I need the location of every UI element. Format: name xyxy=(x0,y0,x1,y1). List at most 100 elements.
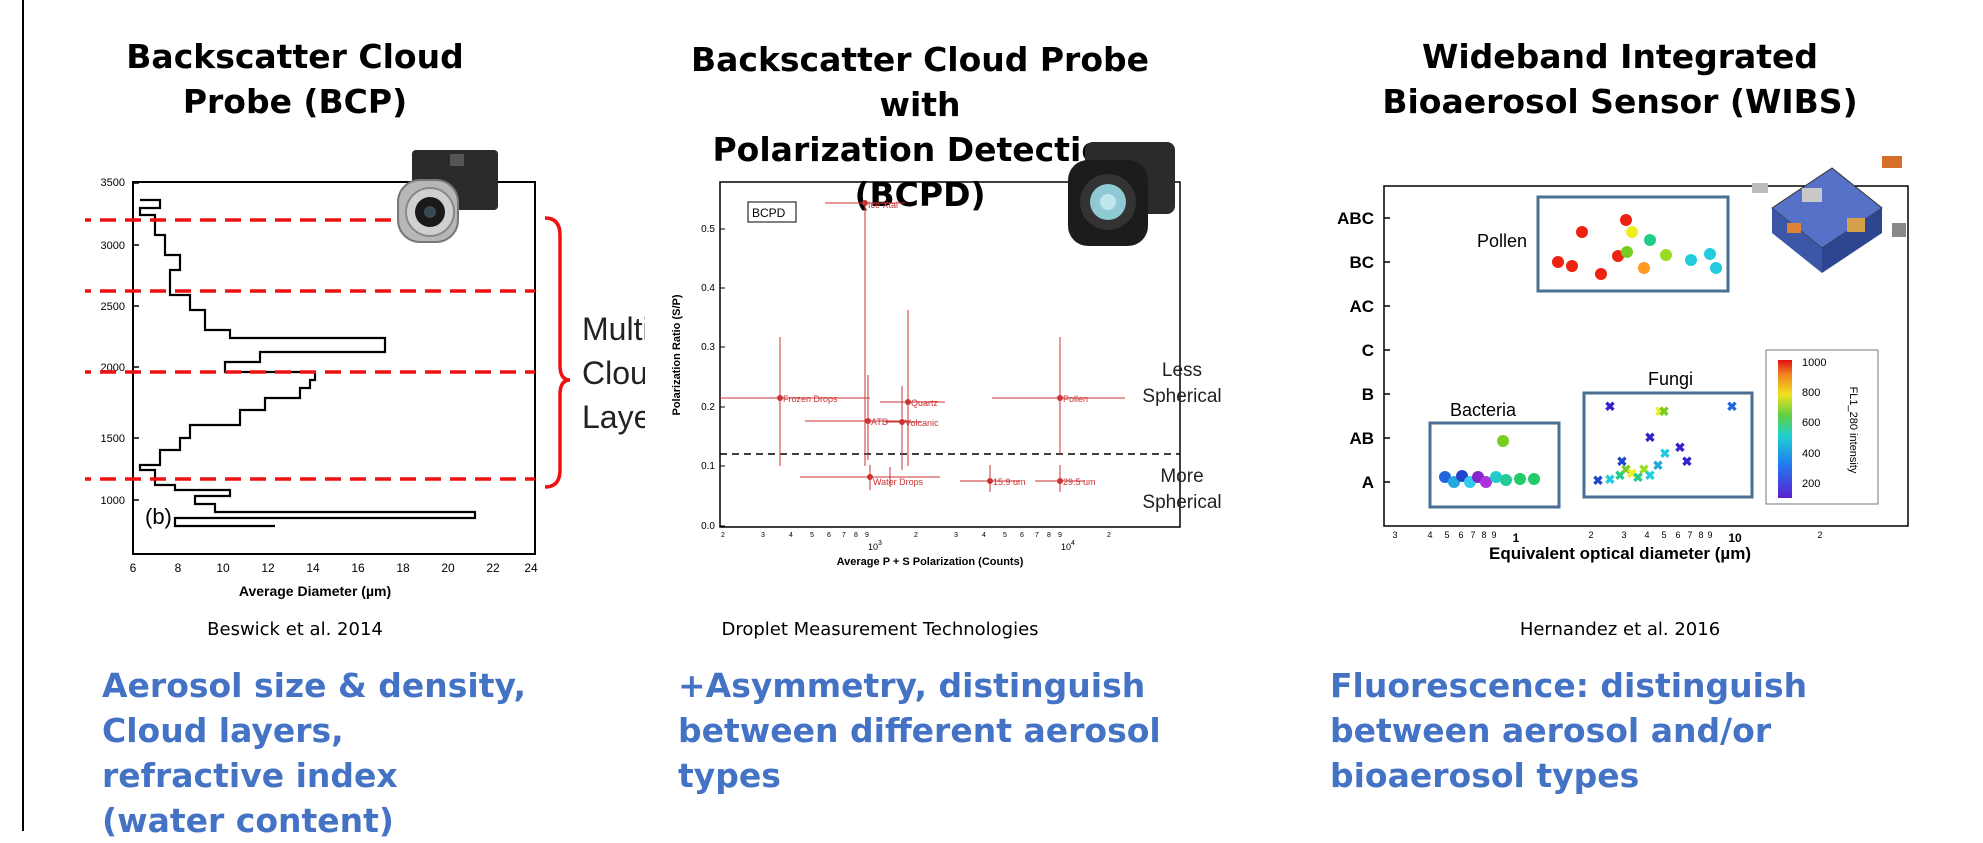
panel-title: Backscatter Cloud Probe with Polarizatio… xyxy=(670,37,1170,217)
y-tick-label: 0.4 xyxy=(701,283,715,294)
svg-text:✖: ✖ xyxy=(1660,446,1671,461)
x-tick-label: 24 xyxy=(524,561,538,575)
svg-text:✖: ✖ xyxy=(1639,462,1650,477)
x-minor-tick: 2 xyxy=(721,532,725,539)
description-line: types xyxy=(678,756,781,795)
x-minor-tick: 2 xyxy=(1588,530,1593,540)
description-line: Cloud layers, xyxy=(102,711,344,750)
x-major-tick: 1 xyxy=(1513,531,1520,545)
fungi-markers: ✖✖ ✖✖ ✖✖ ✖✖ ✖✖ ✖✖ ✖✖ ✖✖ ✖✖ xyxy=(1593,399,1738,488)
wibs-chart: ABC BC AC C B AB A 3 4 5 6 7 8 9 2 3 4 5 xyxy=(1337,156,1909,563)
x-minor-tick: 4 xyxy=(982,532,986,539)
y-category-label: AB xyxy=(1349,429,1374,448)
figure-credit: Hernandez et al. 2016 xyxy=(1519,619,1721,640)
point-label: Frozen Drops xyxy=(783,394,838,404)
x-minor-tick: 6 xyxy=(1458,530,1463,540)
title-line: Backscatter Cloud Probe with xyxy=(690,40,1150,124)
x-minor-tick: 7 xyxy=(1035,532,1039,539)
description-line: +Asymmetry, distinguish xyxy=(678,666,1146,705)
legend-box xyxy=(747,201,797,223)
colorbar-tick: 400 xyxy=(1802,448,1820,460)
y-category-label: BC xyxy=(1349,253,1374,272)
point-label: Ice Xtal xyxy=(868,200,898,210)
x-minor-tick: 4 xyxy=(789,532,793,539)
point-labels: Ice Xtal Frozen Drops Quartz ATD Volcani… xyxy=(783,200,1096,487)
x-minor-tick: 7 xyxy=(1470,530,1475,540)
colorbar-tick: 600 xyxy=(1802,417,1820,429)
panel-title: Backscatter Cloud Probe (BCP) xyxy=(100,34,490,124)
y-tick-label: 3000 xyxy=(101,240,125,252)
plot-frame xyxy=(1383,185,1909,527)
x-major-tick: 103 xyxy=(868,540,882,552)
point-ice-xtal xyxy=(862,200,868,206)
point-label: 15.9 um xyxy=(993,477,1026,487)
x-axis-label: Average Diameter (µm) xyxy=(239,583,391,599)
title-line: Bioaerosol Sensor (WIBS) xyxy=(1382,82,1858,121)
cloud-layer-lines xyxy=(85,218,535,481)
more-spherical-label: More xyxy=(1160,466,1203,487)
bracket-annotation: Multiple Cloud Layers xyxy=(582,311,645,435)
x-minor-tick: 5 xyxy=(1444,530,1449,540)
bcpd-chart: 0.0 0.1 0.2 0.3 0.4 0.5 Polarization Rat… xyxy=(671,142,1222,568)
bacteria-group-box xyxy=(1428,421,1561,509)
x-minor-tick-labels: 2 3 4 5 6 7 8 9 2 3 4 5 6 7 8 9 2 xyxy=(721,532,1111,539)
wibs-schematic-diagram xyxy=(1752,156,1906,273)
point-volcanic xyxy=(899,419,905,425)
point-label: 29.5 um xyxy=(1063,477,1096,487)
x-minor-tick: 7 xyxy=(842,532,846,539)
x-minor-tick: 7 xyxy=(1687,530,1692,540)
point-label: Quartz xyxy=(911,398,939,408)
layers-bracket xyxy=(544,216,571,489)
svg-text:✖: ✖ xyxy=(1627,466,1638,481)
annotation-line: Multiple xyxy=(582,311,645,347)
x-minor-tick: 8 xyxy=(1698,530,1703,540)
plot-frame xyxy=(719,181,1181,528)
svg-text:✖: ✖ xyxy=(1727,399,1738,414)
more-spherical-label: Spherical xyxy=(1142,492,1221,513)
panel-description: Aerosol size & density, Cloud layers, re… xyxy=(102,663,526,843)
x-tick-label: 16 xyxy=(351,561,365,575)
colorbar-tick: 1000 xyxy=(1802,357,1826,369)
x-minor-tick: 8 xyxy=(854,532,858,539)
x-major-tick: 10 xyxy=(1728,531,1742,545)
point-label: ATD xyxy=(871,417,889,427)
x-minor-tick: 4 xyxy=(1644,530,1649,540)
colorbar: 1000 800 600 400 200 FL1_280 intensity xyxy=(1765,349,1879,505)
bcp-chart: 1000 1500 2000 2500 3000 3500 6 8 10 12 … xyxy=(85,150,645,599)
point-label: Water Drops xyxy=(873,477,924,487)
colorbar-label: FL1_280 intensity xyxy=(1847,387,1859,474)
x-minor-tick: 5 xyxy=(1003,532,1007,539)
x-major-tick: 104 xyxy=(1061,540,1075,552)
title-line: Backscatter Cloud xyxy=(126,37,464,76)
y-tick-label: 1500 xyxy=(101,433,125,445)
colorbar-tick: 200 xyxy=(1802,478,1820,490)
x-minor-tick: 8 xyxy=(1481,530,1486,540)
description-line: between different aerosol xyxy=(678,711,1161,750)
x-minor-tick: 5 xyxy=(810,532,814,539)
x-tick-label: 18 xyxy=(396,561,410,575)
x-major-tick-labels: 1 10 xyxy=(1513,531,1742,545)
svg-text:✖: ✖ xyxy=(1593,473,1604,488)
svg-text:✖: ✖ xyxy=(1675,440,1686,455)
y-category-label: B xyxy=(1362,385,1374,404)
svg-text:✖: ✖ xyxy=(1645,468,1656,483)
bcpd-instrument-photo xyxy=(1068,142,1175,246)
x-tick-label: 12 xyxy=(261,561,275,575)
pollen-markers xyxy=(1552,214,1722,280)
panel-description: +Asymmetry, distinguish between differen… xyxy=(678,663,1161,798)
svg-text:✖: ✖ xyxy=(1645,430,1656,445)
x-major-tick-labels: 103 104 xyxy=(868,540,1075,552)
x-tick-label: 14 xyxy=(306,561,320,575)
x-minor-tick: 9 xyxy=(1058,532,1062,539)
figure-credit: Beswick et al. 2014 xyxy=(207,619,383,640)
x-tick-label: 8 xyxy=(175,561,182,575)
x-axis-label: Average P + S Polarization (Counts) xyxy=(837,556,1024,568)
y-category-label: AC xyxy=(1349,297,1374,316)
x-minor-tick: 3 xyxy=(1621,530,1626,540)
less-spherical-label: Less xyxy=(1162,360,1202,381)
y-tick-label: 0.3 xyxy=(701,342,715,353)
annotation-line: Cloud xyxy=(582,355,645,391)
description-line: Fluorescence: distinguish xyxy=(1330,666,1808,705)
point-15-9um xyxy=(987,478,993,484)
fungi-group-label: Fungi xyxy=(1648,369,1693,389)
